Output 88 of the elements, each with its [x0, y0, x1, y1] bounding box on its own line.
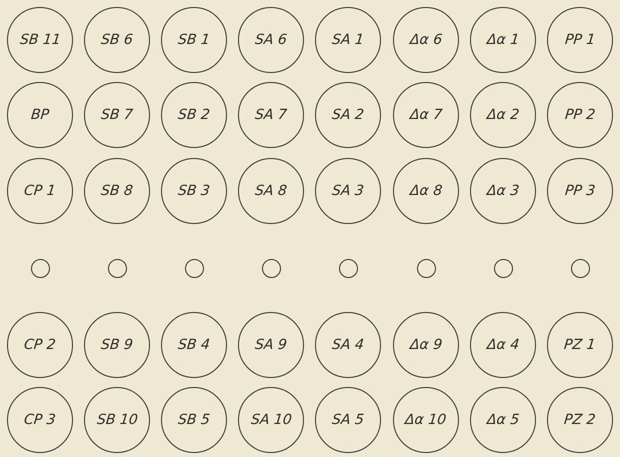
circle-node — [161, 158, 227, 224]
node-label: Δα 3 — [486, 183, 520, 199]
circle-node — [470, 82, 536, 148]
circle-node — [84, 82, 150, 148]
node-label: SA 8 — [254, 183, 288, 199]
node-label: SA 10 — [250, 412, 292, 428]
circle-node — [393, 158, 459, 224]
node-label: SB 3 — [177, 183, 211, 199]
circle-node — [315, 158, 381, 224]
node-label: SA 1 — [331, 32, 365, 48]
node-label: BP — [30, 107, 50, 123]
node-label: SA 4 — [331, 337, 365, 353]
node-label: SA 7 — [254, 107, 288, 123]
circle-node — [393, 7, 459, 73]
circle-node — [470, 312, 536, 378]
node-label: Δα 9 — [409, 337, 443, 353]
circle-node — [7, 7, 73, 73]
circle-node — [7, 312, 73, 378]
node-label: SB 5 — [177, 412, 211, 428]
circle-node — [315, 82, 381, 148]
node-label: Δα 7 — [409, 107, 443, 123]
empty-circle — [184, 258, 204, 278]
circle-node — [547, 312, 613, 378]
empty-circle — [494, 258, 512, 278]
circle-node — [161, 82, 227, 148]
node-label: SB 9 — [100, 337, 134, 353]
node-label: Δα 5 — [486, 412, 520, 428]
circle-node — [84, 158, 150, 224]
empty-circle — [30, 258, 50, 278]
empty-circle — [570, 258, 590, 278]
node-label: Δα 4 — [486, 337, 520, 353]
circle-node — [470, 7, 536, 73]
node-label: SA 5 — [331, 412, 365, 428]
circle-node — [315, 387, 381, 453]
node-label: SB 7 — [100, 107, 134, 123]
circle-node — [393, 387, 459, 453]
node-label: SB 4 — [177, 337, 211, 353]
node-label: SA 3 — [331, 183, 365, 199]
node-label: CP 3 — [23, 412, 57, 428]
node-label: PP 2 — [564, 107, 596, 123]
node-label: PP 3 — [564, 183, 596, 199]
circle-node — [238, 312, 304, 378]
circle-node — [547, 387, 613, 453]
circle-node — [84, 312, 150, 378]
node-label: Δα 8 — [409, 183, 443, 199]
node-label: CP 2 — [23, 337, 57, 353]
circle-node — [315, 7, 381, 73]
node-label: CP 1 — [23, 183, 57, 199]
empty-circle — [338, 258, 358, 278]
circle-node — [84, 7, 150, 73]
node-label: SB 10 — [96, 412, 138, 428]
circle-node — [315, 312, 381, 378]
node-label: SB 6 — [100, 32, 134, 48]
circle-node — [7, 387, 73, 453]
node-label: SA 6 — [254, 32, 288, 48]
circle-node — [470, 158, 536, 224]
node-label: SB 2 — [177, 107, 211, 123]
circle-node — [161, 7, 227, 73]
node-label: SB 1 — [177, 32, 211, 48]
node-label: PZ 2 — [563, 412, 597, 428]
empty-circle — [262, 258, 280, 278]
node-label: SB 8 — [100, 183, 134, 199]
circle-node — [393, 312, 459, 378]
circle-node — [547, 158, 613, 224]
node-label: SA 9 — [254, 337, 288, 353]
circle-node — [161, 387, 227, 453]
circle-node — [161, 312, 227, 378]
node-label: PZ 1 — [563, 337, 597, 353]
node-label: Δα 10 — [404, 412, 448, 428]
circle-node — [84, 387, 150, 453]
node-label: SB 11 — [18, 32, 62, 48]
circle-node — [7, 158, 73, 224]
node-label: Δα 2 — [486, 107, 520, 123]
node-label: Δα 6 — [409, 32, 443, 48]
empty-circle — [108, 258, 126, 278]
circle-node — [470, 387, 536, 453]
circle-node — [238, 387, 304, 453]
node-label: PP 1 — [564, 32, 596, 48]
node-label: Δα 1 — [486, 32, 520, 48]
circle-node — [547, 7, 613, 73]
circle-node — [238, 158, 304, 224]
circle-node — [7, 82, 73, 148]
circle-node — [547, 82, 613, 148]
node-label: SA 2 — [331, 107, 365, 123]
empty-circle — [416, 258, 436, 278]
circle-node — [238, 82, 304, 148]
circle-node — [393, 82, 459, 148]
circle-node — [238, 7, 304, 73]
